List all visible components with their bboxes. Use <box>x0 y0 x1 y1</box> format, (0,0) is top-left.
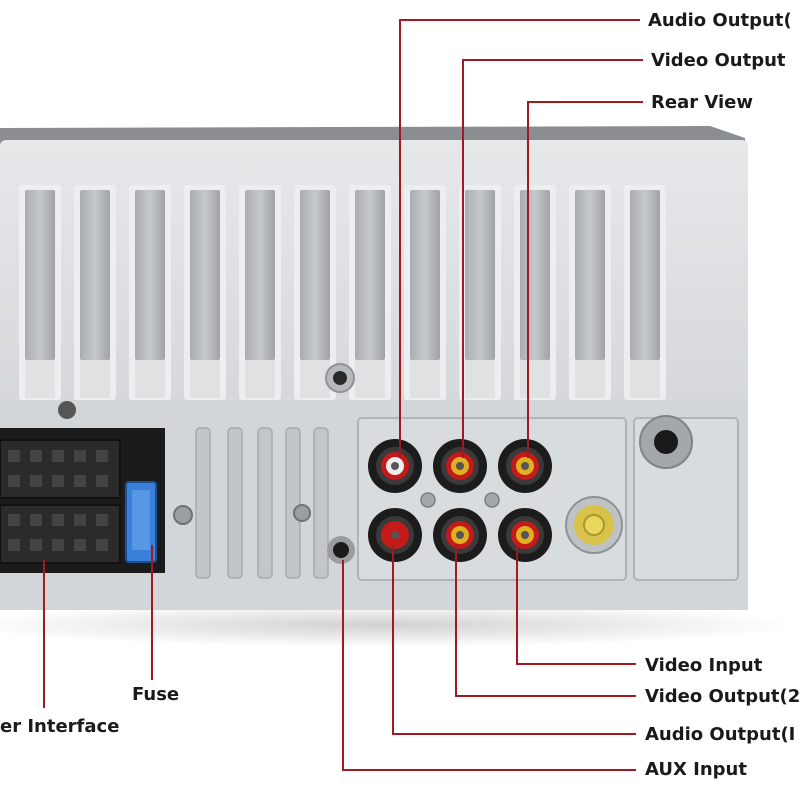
cooling-fin <box>569 185 611 400</box>
cooling-fin <box>74 185 116 400</box>
connector-pin <box>74 450 86 462</box>
connector-pin <box>30 475 42 487</box>
connector-pin <box>8 450 20 462</box>
rca-jack-icon <box>368 508 422 562</box>
leader-lines <box>43 19 643 771</box>
blade-fuse-icon <box>125 481 157 563</box>
leader-line <box>342 560 636 771</box>
connector-pin <box>30 450 42 462</box>
cooling-fin <box>404 185 446 400</box>
vent-slot <box>313 427 329 579</box>
connector-pin <box>74 514 86 526</box>
leader-line <box>455 545 636 697</box>
connector-pin <box>8 475 20 487</box>
connector-pin <box>52 539 64 551</box>
connector-pin <box>8 539 20 551</box>
leader-line <box>399 19 640 458</box>
connector-pin <box>74 539 86 551</box>
connector-pin <box>8 514 20 526</box>
connector-pin <box>52 450 64 462</box>
screw-icon <box>293 504 311 522</box>
cooling-fin <box>624 185 666 400</box>
connector-pin <box>30 539 42 551</box>
label-power-interface: er Interface <box>0 716 120 737</box>
vent-slot <box>257 427 273 579</box>
rca-jack-icon <box>433 508 487 562</box>
cooling-fin <box>129 185 171 400</box>
label-audio-output-2: Audio Output(I <box>645 724 796 745</box>
lower-vent-slots <box>195 427 329 579</box>
label-aux-input: AUX Input <box>645 759 747 780</box>
floor-shadow <box>0 603 800 647</box>
label-audio-output-1: Audio Output( <box>648 10 792 31</box>
cooling-fins <box>19 185 666 400</box>
cooling-fin <box>459 185 501 400</box>
vent-slot <box>227 427 243 579</box>
connector-pin <box>96 539 108 551</box>
cooling-fin <box>19 185 61 400</box>
label-fuse: Fuse <box>132 684 180 705</box>
screw-icon <box>420 492 436 508</box>
screw-icon <box>58 401 76 419</box>
rca-jack-icon <box>433 439 487 493</box>
cooling-fin <box>349 185 391 400</box>
screw-icon <box>173 505 193 525</box>
label-video-input: Video Input <box>645 655 763 676</box>
cooling-fin <box>184 185 226 400</box>
connector-pin <box>30 514 42 526</box>
leader-line <box>516 545 636 665</box>
connector-pin <box>74 475 86 487</box>
rca-jacks <box>368 439 552 562</box>
connector-pin <box>96 514 108 526</box>
connector-pin <box>96 450 108 462</box>
leader-line <box>392 545 636 735</box>
leader-line <box>527 101 643 458</box>
cooling-fin <box>239 185 281 400</box>
vent-slot <box>285 427 301 579</box>
vent-slot <box>195 427 211 579</box>
center-screw-hole-inner <box>333 371 347 385</box>
connector-pin <box>52 514 64 526</box>
connector-pin <box>96 475 108 487</box>
connector-pin <box>52 475 64 487</box>
rca-jack-icon <box>368 439 422 493</box>
label-video-output-2: Video Output(2 <box>645 686 800 707</box>
screw-icon <box>484 492 500 508</box>
leader-line <box>462 59 643 458</box>
label-video-output-1: Video Output <box>651 50 786 71</box>
cooling-fin <box>294 185 336 400</box>
rca-jack-icon <box>498 439 552 493</box>
rca-jack-icon <box>498 508 552 562</box>
label-rear-view: Rear View <box>651 92 753 113</box>
cooling-fin <box>514 185 556 400</box>
